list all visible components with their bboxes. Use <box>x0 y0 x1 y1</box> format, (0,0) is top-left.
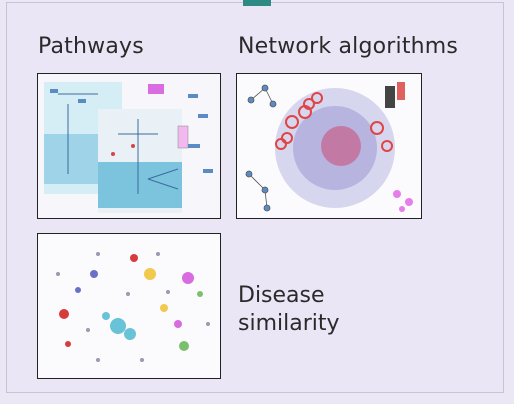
pathway-diagram-icon <box>38 74 220 218</box>
active-tab-indicator <box>243 0 271 6</box>
pathways-label: Pathways <box>38 34 144 59</box>
disease-caption-line1: Disease <box>238 283 325 308</box>
network-graph-icon <box>237 74 421 218</box>
disease-caption-line2: similarity <box>238 311 340 336</box>
pathways-thumbnail[interactable] <box>37 73 221 219</box>
disease-similarity-caption: Disease similarity <box>238 282 340 338</box>
disease-network-icon <box>38 234 220 378</box>
disease-similarity-thumbnail[interactable] <box>37 233 221 379</box>
network-algorithms-label: Network algorithms <box>238 34 459 59</box>
network-algorithms-thumbnail[interactable] <box>236 73 422 219</box>
